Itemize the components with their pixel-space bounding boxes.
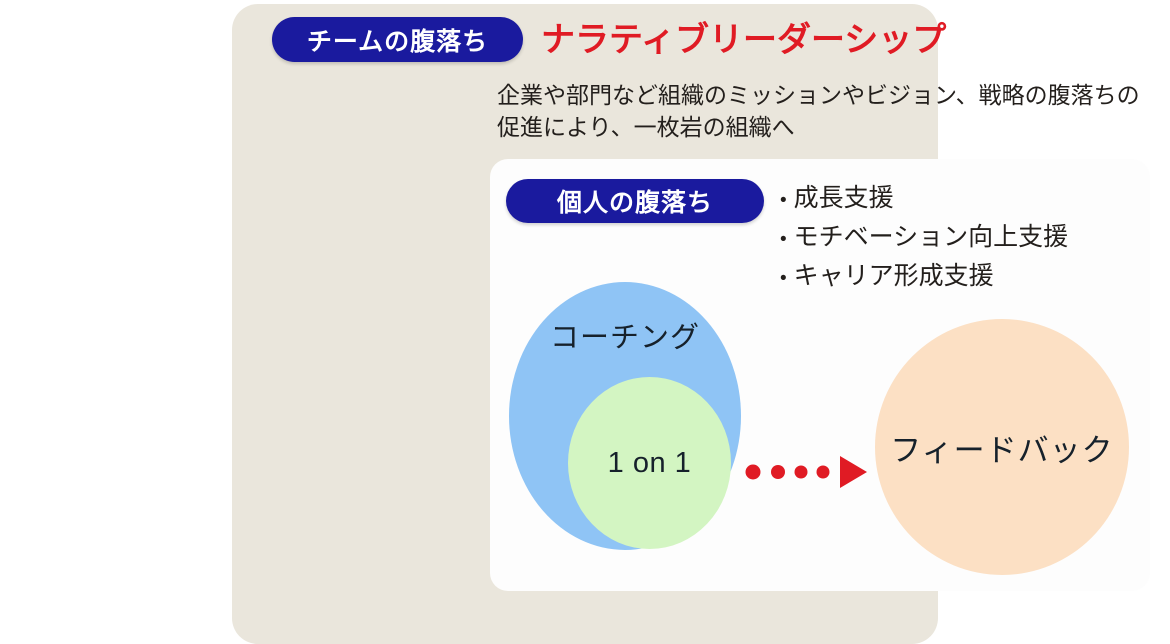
list-item-label: 成長支援 — [793, 184, 894, 212]
diagram-stage: コーチング 1 on 1 フィードバック — [490, 159, 1150, 591]
list-item-label: キャリア形成支援 — [793, 261, 994, 290]
support-bullet-list: • 成長支援 • モチベーション向上支援 • キャリア形成支援 — [780, 179, 1068, 295]
one-on-one-circle-label: 1 on 1 — [607, 446, 692, 479]
list-item: • 成長支援 — [780, 179, 1068, 218]
list-item-label: モチベーション向上支援 — [793, 222, 1069, 251]
page-title: ナラティブリーダーシップ — [541, 20, 947, 59]
list-item: • モチベーション向上支援 — [780, 218, 1068, 257]
bullet-dot-icon: • — [780, 228, 787, 250]
feedback-circle: フィードバック — [875, 319, 1129, 575]
coaching-circle-label: コーチング — [549, 322, 700, 354]
individual-understanding-badge: 個人の腹落ち — [506, 179, 764, 223]
dotted-arrow-icon — [745, 456, 867, 488]
team-understanding-badge: チームの腹落ち — [272, 17, 523, 62]
feedback-circle-label: フィードバック — [890, 432, 1114, 468]
inner-card: 個人の腹落ち • 成長支援 • モチベーション向上支援 • キャリア形成支援 コ… — [490, 159, 1150, 591]
list-item: • キャリア形成支援 — [780, 257, 1068, 296]
outer-panel: チームの腹落ち ナラティブリーダーシップ 企業や部門など組織のミッションやビジョ… — [232, 4, 1150, 644]
header-description: 企業や部門など組織のミッションやビジョン、戦略の腹落ちの促進により、一枚岩の組織… — [497, 82, 1140, 140]
bullet-dot-icon: • — [780, 190, 787, 211]
bullet-dot-icon: • — [780, 267, 787, 289]
header-row: チームの腹落ち ナラティブリーダーシップ — [272, 17, 946, 62]
one-on-one-circle: 1 on 1 — [568, 377, 731, 549]
